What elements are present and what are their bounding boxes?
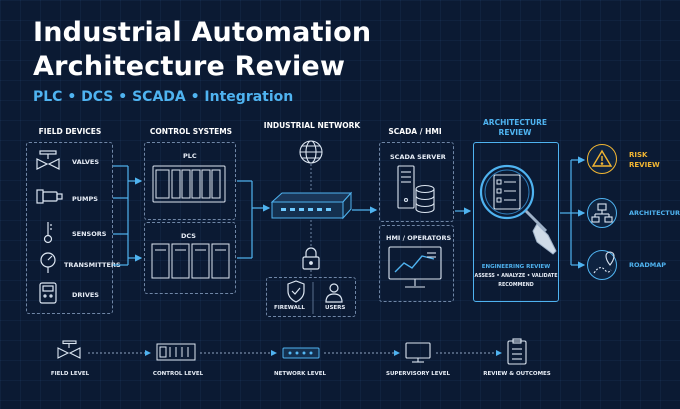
level-clipboard-icon <box>507 338 527 365</box>
magnifier-checklist-icon <box>479 164 557 255</box>
review-to-outcomes-arrows <box>560 156 586 269</box>
transmitter-icon <box>40 252 56 273</box>
device-label-sensors: SENSORS <box>72 230 107 238</box>
shield-icon <box>287 280 305 303</box>
architecture-outcome-label: ARCHITECTURE <box>629 209 680 217</box>
page-title-line1: Industrial Automation <box>33 17 372 48</box>
globe-icon <box>299 140 323 164</box>
page-subtitle: PLC • DCS • SCADA • Integration <box>33 89 294 105</box>
user-icon <box>325 283 343 303</box>
network-switch-icon <box>270 191 353 220</box>
dcs-cabinet-icon <box>151 243 230 279</box>
device-label-transmitters: TRANSMITTERS <box>64 261 121 269</box>
users-label: USERS <box>325 305 346 311</box>
server-icon <box>397 165 415 209</box>
control-to-network-arrows <box>237 180 271 259</box>
device-label-valves: VALVES <box>72 158 100 166</box>
hmi-panel <box>379 225 454 302</box>
risk-review-label-2: REVIEW <box>629 161 660 169</box>
valve-icon <box>36 150 60 170</box>
roadmap-circle <box>587 250 617 280</box>
device-label-drives: DRIVES <box>72 291 99 299</box>
plc-rack-icon <box>152 165 226 203</box>
header-industrial-network: INDUSTRIAL NETWORK <box>263 121 361 130</box>
warning-icon <box>591 149 613 167</box>
hmi-label: HMI / OPERATORS <box>386 234 452 242</box>
field-to-control-arrows <box>113 165 143 266</box>
padlock-icon <box>302 247 320 270</box>
monitor-chart-icon <box>388 246 442 288</box>
hierarchy-icon <box>591 203 613 223</box>
database-icon <box>415 184 435 214</box>
firewall-label: FIREWALL <box>274 305 305 311</box>
drive-icon <box>39 282 57 304</box>
header-architecture-review-1: ARCHITECTURE <box>483 118 547 127</box>
scada-server-label: SCADA SERVER <box>390 153 446 161</box>
header-architecture-review-2: REVIEW <box>498 128 532 137</box>
scada-server-panel <box>379 142 454 222</box>
device-label-pumps: PUMPS <box>72 195 98 203</box>
plc-label: PLC <box>183 152 197 160</box>
header-field-devices: FIELD DEVICES <box>38 127 102 136</box>
level-monitor-icon <box>405 342 431 363</box>
field-devices-panel <box>26 142 113 314</box>
plc-panel <box>144 142 236 220</box>
roadmap-pin-icon <box>593 251 615 274</box>
security-panel <box>266 277 356 317</box>
dcs-panel <box>144 222 236 294</box>
level-plc-icon <box>156 343 196 361</box>
level-valve-icon <box>57 340 81 359</box>
header-scada-hmi: SCADA / HMI <box>388 127 442 136</box>
pump-icon <box>36 189 63 204</box>
roadmap-outcome-label: ROADMAP <box>629 261 667 269</box>
dcs-label: DCS <box>181 232 196 240</box>
architecture-review-panel <box>473 142 559 302</box>
level-switch-icon <box>282 347 320 359</box>
header-control-systems: CONTROL SYSTEMS <box>149 127 233 136</box>
risk-review-label-1: RISK <box>629 151 648 159</box>
sensor-icon <box>43 222 53 244</box>
page-title-line2: Architecture Review <box>33 51 346 82</box>
